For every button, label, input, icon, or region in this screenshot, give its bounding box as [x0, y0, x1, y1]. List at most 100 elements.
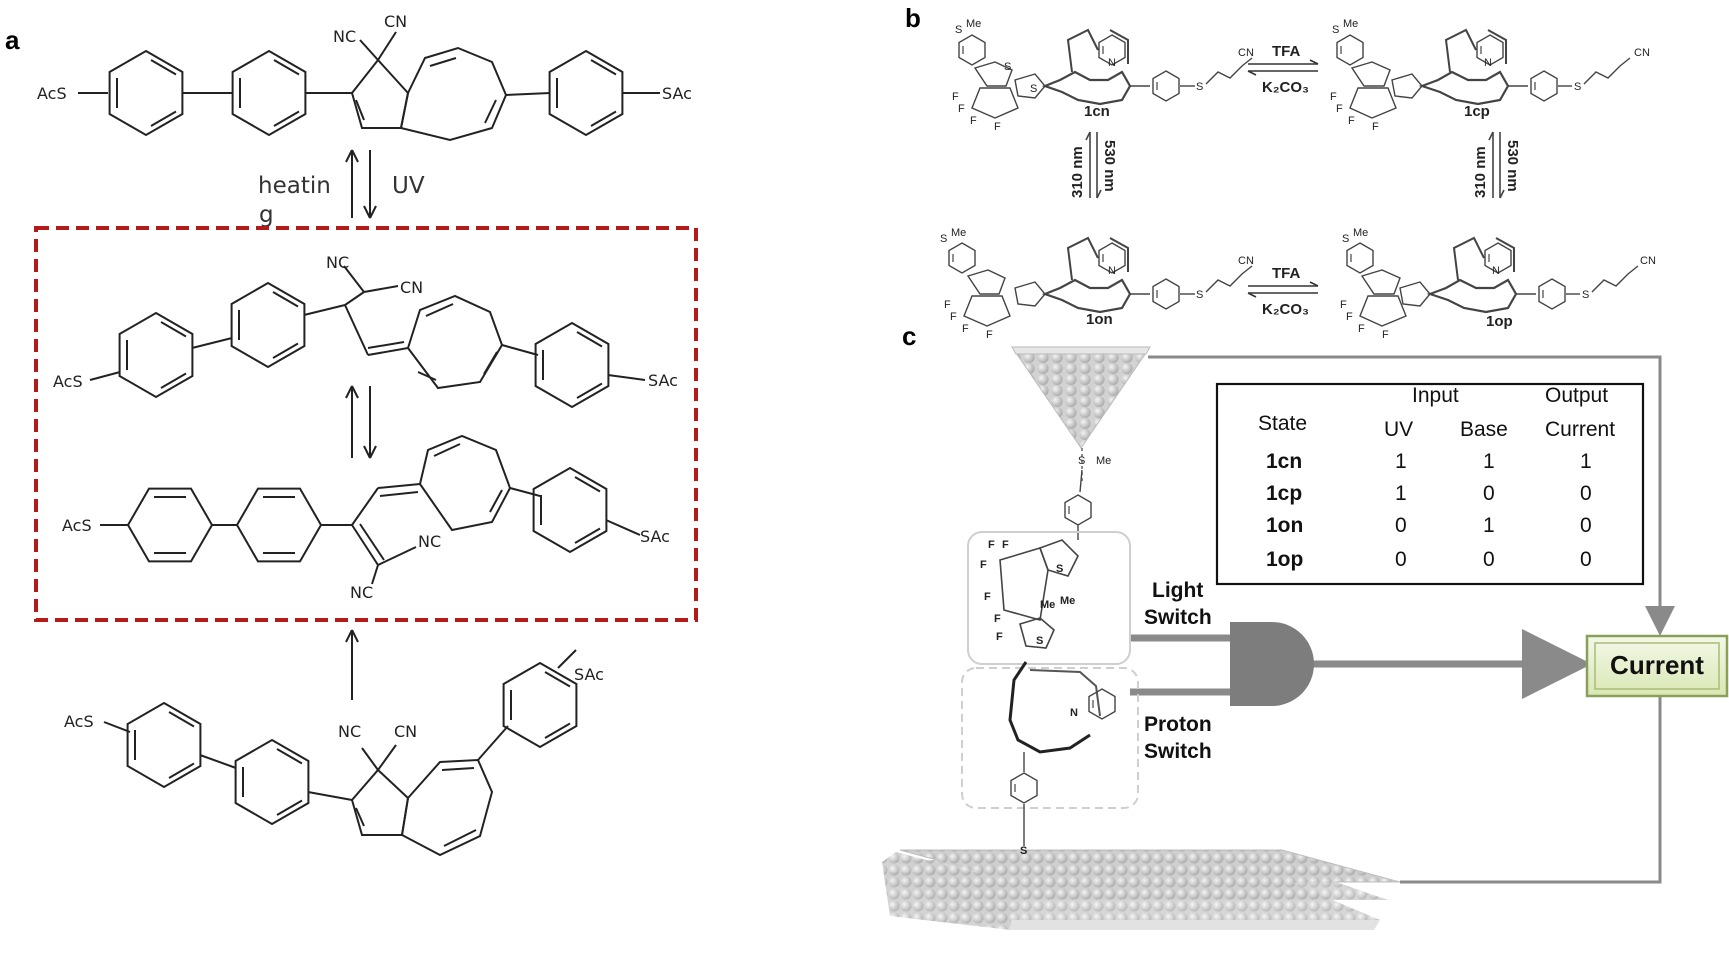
- condition-heating-wrap: g: [259, 202, 274, 228]
- sac-group-mid1: SAc: [648, 371, 678, 390]
- current-output-box: Current: [1585, 634, 1729, 698]
- photo-arrows-right: 310 nm 530 nm: [1472, 131, 1521, 199]
- svg-text:0: 0: [1580, 514, 1592, 537]
- svg-text:530 nm: 530 nm: [1504, 140, 1521, 192]
- svg-text:TFA: TFA: [1272, 43, 1300, 60]
- svg-text:S: S: [1056, 563, 1063, 575]
- svg-text:F: F: [1372, 121, 1379, 133]
- table-row: 1cp 1 0 0: [1266, 482, 1592, 505]
- svg-text:K₂CO₃: K₂CO₃: [1262, 79, 1309, 96]
- svg-text:310 nm: 310 nm: [1069, 146, 1086, 198]
- svg-text:530 nm: 530 nm: [1101, 140, 1118, 192]
- svg-text:Me: Me: [1343, 18, 1358, 30]
- label-1cn: 1cn: [1084, 103, 1110, 120]
- condition-uv: UV: [392, 173, 425, 199]
- svg-text:S: S: [1078, 455, 1085, 467]
- svg-text:TFA: TFA: [1272, 265, 1300, 282]
- electrode-substrate: [882, 849, 1401, 930]
- svg-text:F: F: [988, 539, 995, 551]
- svg-text:S: S: [1582, 289, 1589, 301]
- svg-text:F: F: [944, 299, 951, 311]
- table-row: 1on 0 1 0: [1266, 514, 1592, 537]
- svg-text:Me: Me: [1096, 455, 1111, 467]
- output-header: Output: [1545, 384, 1608, 407]
- molecule-1on: S Me F F F F N S CN 1on: [940, 227, 1254, 341]
- molecule-a-top: AcS NC CN SAc: [37, 12, 692, 142]
- svg-text:1on: 1on: [1266, 514, 1303, 537]
- panel-b-label: b: [905, 3, 921, 33]
- svg-text:1: 1: [1395, 482, 1407, 505]
- svg-text:Me: Me: [966, 18, 981, 30]
- nc-mid2-bottom: NC: [350, 583, 373, 602]
- acs-group-top: AcS: [37, 84, 67, 103]
- dashed-box: [34, 226, 698, 622]
- light-switch-label-2: Switch: [1144, 606, 1212, 629]
- nc-top: NC: [333, 27, 356, 46]
- input-header: Input: [1412, 384, 1459, 407]
- svg-text:1cn: 1cn: [1266, 450, 1302, 473]
- table-row: 1cn 1 1 1: [1266, 450, 1592, 473]
- svg-text:S: S: [1196, 81, 1203, 93]
- nc-bottom: NC: [338, 722, 361, 741]
- panel-c: c S Me: [882, 321, 1729, 930]
- svg-text:N: N: [1108, 265, 1116, 277]
- acs-group-mid2: AcS: [62, 516, 92, 535]
- current-label: Current: [1610, 650, 1704, 680]
- svg-text:F: F: [1348, 115, 1355, 127]
- equilibrium-arrow-inner: [345, 385, 377, 459]
- truth-table-frame: [1215, 382, 1645, 586]
- svg-text:S: S: [1196, 289, 1203, 301]
- svg-text:F: F: [1336, 103, 1343, 115]
- uv-header: UV: [1384, 418, 1413, 441]
- svg-text:Me: Me: [951, 227, 966, 239]
- svg-text:F: F: [994, 613, 1001, 625]
- equilibrium-arrow-heating-uv: [345, 149, 377, 219]
- svg-text:S: S: [1332, 24, 1339, 36]
- proton-switch-label-2: Switch: [1144, 740, 1212, 763]
- cn-mid1: CN: [400, 278, 423, 297]
- svg-text:S: S: [1036, 635, 1043, 647]
- label-1on: 1on: [1086, 311, 1113, 328]
- svg-text:S: S: [1342, 233, 1349, 245]
- molecule-1cn: S Me S F F F F S N S CN 1cn: [952, 18, 1254, 133]
- svg-text:F: F: [970, 115, 977, 127]
- svg-text:N: N: [1108, 57, 1116, 69]
- svg-text:0: 0: [1580, 548, 1592, 571]
- acid-base-arrows-top: TFA K₂CO₃: [1247, 43, 1319, 96]
- acid-base-arrows-bottom: TFA K₂CO₃: [1247, 265, 1319, 318]
- svg-text:310 nm: 310 nm: [1472, 146, 1489, 198]
- svg-text:0: 0: [1395, 548, 1407, 571]
- panel-a-label: a: [5, 25, 20, 55]
- svg-text:F: F: [1358, 323, 1365, 335]
- nc-mid1: NC: [326, 253, 349, 272]
- svg-text:N: N: [1492, 265, 1500, 277]
- svg-text:N: N: [1070, 707, 1078, 719]
- and-gate: [1230, 622, 1314, 706]
- cn-bottom: CN: [394, 722, 417, 741]
- svg-text:F: F: [958, 103, 965, 115]
- molecule-a-mid1: AcS NC CN SAc: [53, 253, 678, 408]
- svg-text:1: 1: [1580, 450, 1592, 473]
- label-1cp: 1cp: [1464, 103, 1490, 120]
- svg-text:F: F: [1340, 299, 1347, 311]
- svg-text:S: S: [1030, 83, 1037, 95]
- panel-b: b S Me S F F F F S N S CN 1cn: [905, 3, 1656, 341]
- svg-text:Me: Me: [1040, 599, 1055, 611]
- molecule-a-bottom: AcS NC CN SAc: [64, 649, 604, 857]
- svg-text:F: F: [1002, 539, 1009, 551]
- svg-text:0: 0: [1483, 482, 1495, 505]
- svg-text:F: F: [994, 121, 1001, 133]
- sac-group-bottom: SAc: [574, 665, 604, 684]
- truth-table: Input Output State UV Base Current 1cn 1…: [1215, 382, 1645, 586]
- svg-text:N: N: [1484, 57, 1492, 69]
- photo-arrows-left: 310 nm 530 nm: [1069, 131, 1118, 199]
- cn-top: CN: [384, 12, 407, 31]
- molecule-1cp: S Me F F F F N S CN 1cp: [1330, 18, 1650, 133]
- svg-text:1: 1: [1483, 514, 1495, 537]
- proton-switch-label-1: Proton: [1144, 713, 1212, 736]
- svg-text:S: S: [1574, 81, 1581, 93]
- svg-text:F: F: [984, 591, 991, 603]
- svg-text:Me: Me: [1353, 227, 1368, 239]
- svg-text:S: S: [1004, 61, 1011, 73]
- svg-text:F: F: [1330, 91, 1337, 103]
